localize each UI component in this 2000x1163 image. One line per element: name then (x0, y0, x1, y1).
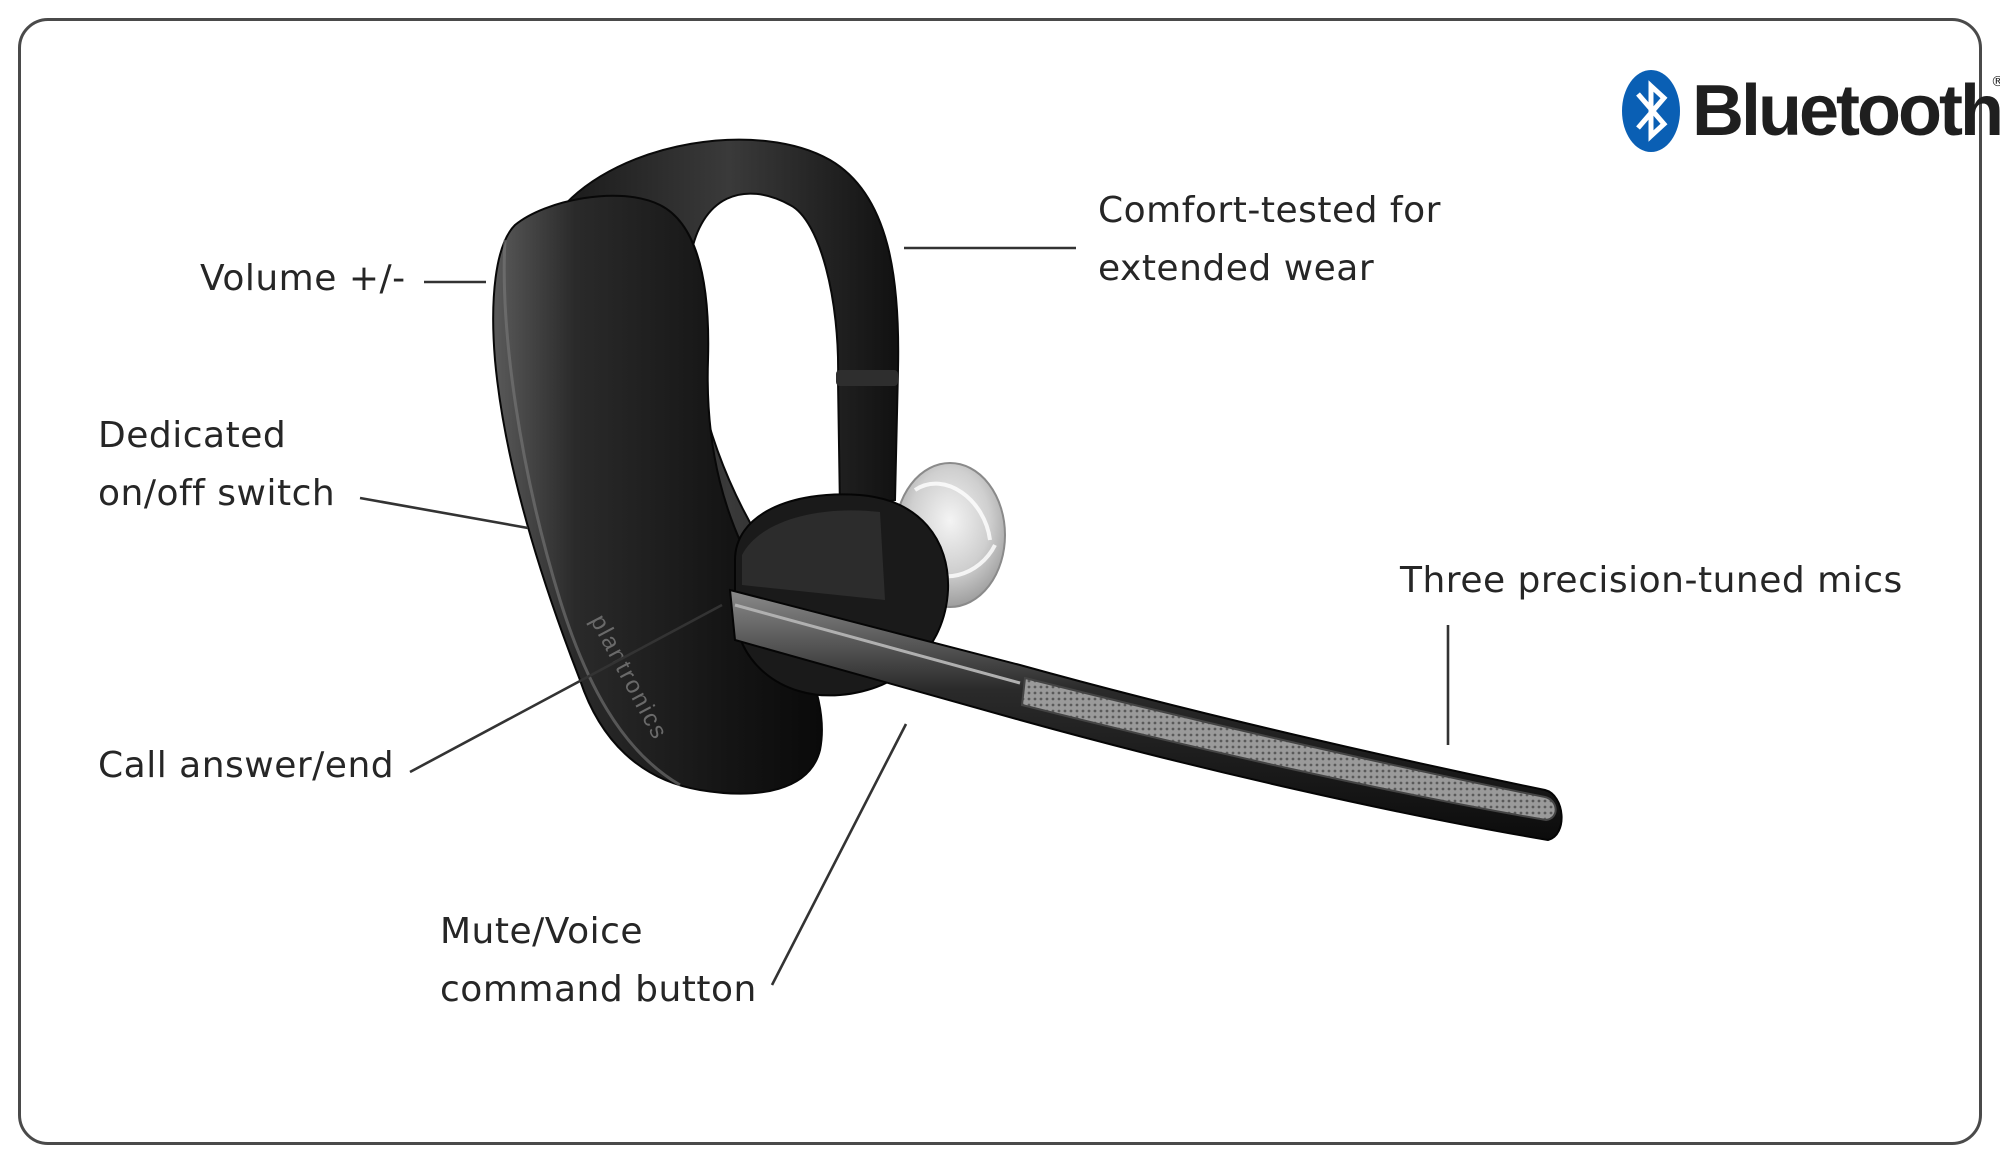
callout-mics: Three precision-tuned mics (1400, 552, 1903, 610)
hook-joint (836, 370, 898, 386)
bluetooth-icon (1622, 70, 1680, 152)
leader-power (359, 496, 529, 530)
callout-mute: Mute/Voice command button (440, 903, 757, 1019)
callout-call-line1: Call answer/end (98, 745, 395, 786)
diagram-frame (18, 18, 1982, 1145)
callout-comfort-line1: Comfort-tested for (1098, 190, 1441, 231)
callout-call: Call answer/end (98, 737, 394, 795)
callout-mics-line1: Three precision-tuned mics (1400, 560, 1903, 601)
callout-comfort-line2: extended wear (1098, 248, 1375, 289)
callout-mute-line2: command button (440, 969, 757, 1010)
registered-mark: ® (1990, 74, 2000, 90)
leader-mute (770, 723, 908, 986)
bluetooth-logo: Bluetooth ® (1620, 68, 2000, 154)
bluetooth-wordmark: Bluetooth (1692, 71, 2000, 151)
callout-comfort: Comfort-tested for extended wear (1098, 182, 1441, 298)
callout-power-line2: on/off switch (98, 473, 336, 514)
callout-volume-line1: Volume +/- (200, 258, 406, 299)
callout-mute-line1: Mute/Voice (440, 911, 644, 952)
callout-volume: Volume +/- (200, 250, 406, 308)
callout-power: Dedicated on/off switch (98, 407, 335, 523)
callout-power-line1: Dedicated (98, 415, 287, 456)
leader-call (409, 603, 723, 774)
mic-mesh (1020, 676, 1557, 822)
